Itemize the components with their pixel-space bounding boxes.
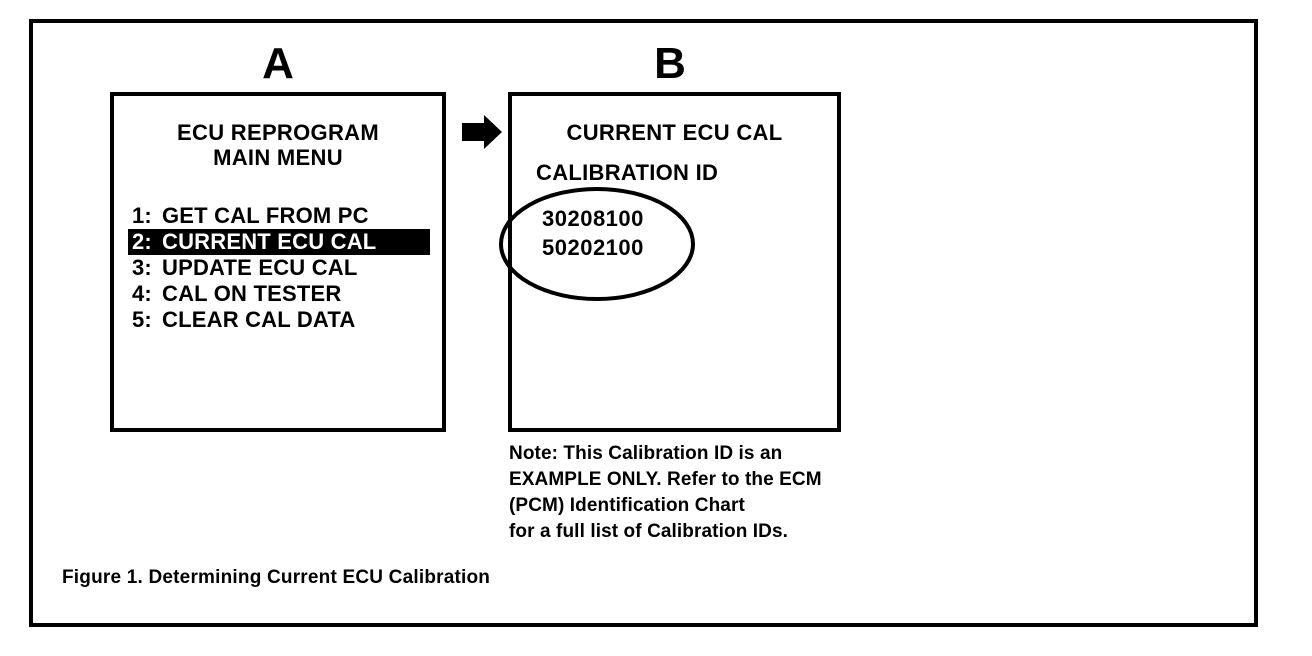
note-line: for a full list of Calibration IDs. <box>509 521 789 542</box>
menu-item-number: 4: <box>132 281 152 306</box>
menu-item-number: 1: <box>132 203 152 228</box>
menu-item-label: GET CAL FROM PC <box>162 203 369 228</box>
screen-panel-a: ECU REPROGRAM MAIN MENU 1: GET CAL FROM … <box>110 92 446 432</box>
menu-title-line-1: ECU REPROGRAM <box>177 120 379 145</box>
note-text: Note: This Calibration ID is an EXAMPLE … <box>509 441 1029 545</box>
menu-item-label: CAL ON TESTER <box>162 281 342 306</box>
panel-label-b: B <box>654 39 686 88</box>
screen-panel-b: CURRENT ECU CAL CALIBRATION ID 30208100 … <box>508 92 841 432</box>
menu-item-number: 3: <box>132 255 152 280</box>
menu-title-line-2: MAIN MENU <box>213 145 343 170</box>
menu-item-number: 2: <box>132 229 152 254</box>
calibration-id-values: 30208100 50202100 <box>542 204 644 262</box>
menu-item-label: CLEAR CAL DATA <box>162 307 356 332</box>
panel-label-a: A <box>262 39 294 88</box>
menu-item-update-ecu-cal[interactable]: 3: UPDATE ECU CAL <box>128 255 430 281</box>
menu-item-clear-cal-data[interactable]: 5: CLEAR CAL DATA <box>128 307 430 333</box>
figure-caption: Figure 1. Determining Current ECU Calibr… <box>62 567 491 588</box>
note-line: (PCM) Identification Chart <box>509 495 745 516</box>
menu-item-cal-on-tester[interactable]: 4: CAL ON TESTER <box>128 281 430 307</box>
menu-item-number: 5: <box>132 307 152 332</box>
current-ecu-cal-header: CURRENT ECU CAL <box>566 120 783 145</box>
menu-item-label: UPDATE ECU CAL <box>162 255 358 280</box>
calibration-id-value: 30208100 <box>542 206 644 231</box>
menu-item-get-cal-from-pc[interactable]: 1: GET CAL FROM PC <box>128 203 430 229</box>
note-line: Note: This Calibration ID is an <box>509 443 783 464</box>
calibration-id-value: 50202100 <box>542 235 644 260</box>
menu-item-label: CURRENT ECU CAL <box>162 229 377 254</box>
calibration-id-subheader: CALIBRATION ID <box>536 160 719 185</box>
menu-item-current-ecu-cal[interactable]: 2: CURRENT ECU CAL <box>128 229 430 255</box>
arrow-right-icon <box>460 113 504 151</box>
main-menu-list: 1: GET CAL FROM PC 2: CURRENT ECU CAL 3:… <box>128 203 430 333</box>
note-line: EXAMPLE ONLY. Refer to the ECM <box>509 469 822 490</box>
